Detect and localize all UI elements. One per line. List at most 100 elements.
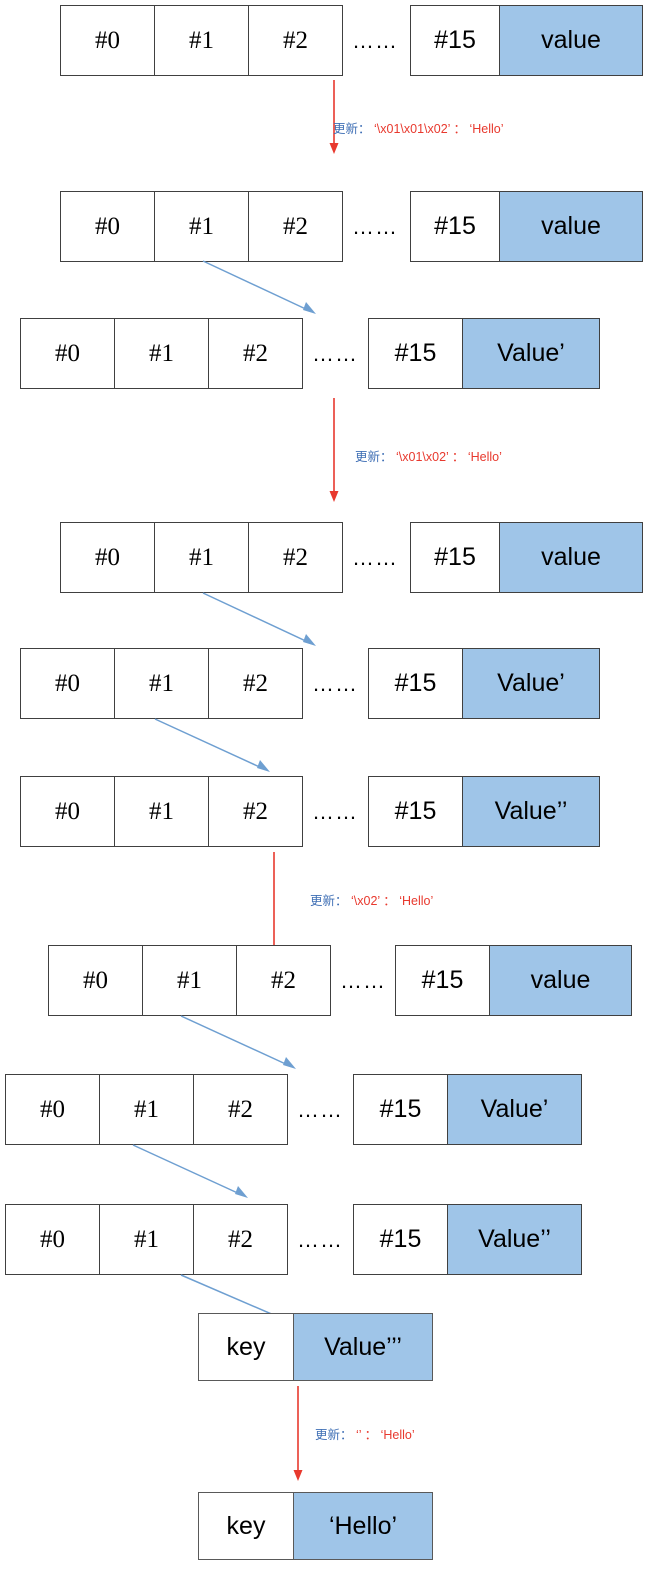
array-cell-15: #15 <box>410 191 500 262</box>
array-row-tail: #15 Value’ <box>368 648 600 719</box>
array-cell-15: #15 <box>368 318 463 389</box>
update-label-prefix: 更新： <box>315 1428 353 1442</box>
array-cell-2: #2 <box>208 776 303 847</box>
array-row: #0 #1 #2 <box>60 522 343 593</box>
update-label-prefix: 更新： <box>355 450 393 464</box>
array-row: #0 #1 #2 <box>5 1074 288 1145</box>
blue-arrow-diagonal <box>132 1144 248 1198</box>
array-cell-1: #1 <box>114 318 209 389</box>
key-value-box: key Value’’’ <box>198 1313 433 1381</box>
update-label-value: ‘Hello’ <box>467 450 502 464</box>
array-cell-0: #0 <box>60 191 155 262</box>
value-cell: Value’ <box>462 648 600 719</box>
array-cell-2: #2 <box>236 945 331 1016</box>
array-cell-15: #15 <box>353 1204 448 1275</box>
blue-arrow-diagonal <box>202 592 316 646</box>
array-row-tail: #15 Value’’ <box>368 776 600 847</box>
update-label-value: ‘Hello’ <box>380 1428 415 1442</box>
value-cell: value <box>499 5 643 76</box>
value-cell: Value’ <box>447 1074 582 1145</box>
array-row-tail: #15 Value’ <box>368 318 600 389</box>
array-cell-0: #0 <box>60 522 155 593</box>
ellipsis: …… <box>352 544 398 570</box>
update-label-4: 更新： ‘’ ： ‘Hello’ <box>315 1424 415 1443</box>
array-row: #0 #1 #2 <box>48 945 331 1016</box>
array-cell-0: #0 <box>48 945 143 1016</box>
array-cell-0: #0 <box>20 776 115 847</box>
array-row: #0 #1 #2 <box>60 5 343 76</box>
array-cell-15: #15 <box>410 5 500 76</box>
update-label-1: 更新： ‘\x01\x01\x02’ ： ‘Hello’ <box>333 118 504 137</box>
value-cell: value <box>499 522 643 593</box>
array-cell-0: #0 <box>20 648 115 719</box>
value-cell: Value’’’ <box>293 1313 433 1381</box>
blue-arrow-diagonal <box>154 718 270 772</box>
value-cell: Value’ <box>462 318 600 389</box>
array-cell-2: #2 <box>208 648 303 719</box>
array-row: #0 #1 #2 <box>20 776 303 847</box>
value-cell: Value’’ <box>447 1204 582 1275</box>
update-label-sep: ： <box>383 894 396 908</box>
array-cell-1: #1 <box>99 1074 194 1145</box>
array-cell-15: #15 <box>368 648 463 719</box>
array-cell-15: #15 <box>395 945 490 1016</box>
array-row-tail: #15 value <box>410 5 643 76</box>
array-cell-2: #2 <box>248 191 343 262</box>
array-cell-15: #15 <box>368 776 463 847</box>
ellipsis: …… <box>352 27 398 53</box>
ellipsis: …… <box>297 1226 343 1252</box>
array-cell-1: #1 <box>114 648 209 719</box>
update-label-value: ‘Hello’ <box>469 122 504 136</box>
update-label-sep: ： <box>364 1428 378 1442</box>
array-cell-2: #2 <box>248 5 343 76</box>
array-cell-2: #2 <box>208 318 303 389</box>
update-label-prefix: 更新： <box>333 122 371 136</box>
array-cell-1: #1 <box>154 5 249 76</box>
ellipsis: …… <box>297 1096 343 1122</box>
array-cell-15: #15 <box>353 1074 448 1145</box>
array-cell-0: #0 <box>60 5 155 76</box>
array-cell-15: #15 <box>410 522 500 593</box>
ellipsis: …… <box>312 798 358 824</box>
blue-arrow-diagonal <box>202 260 316 314</box>
array-cell-1: #1 <box>154 522 249 593</box>
update-label-value: ‘Hello’ <box>399 894 434 908</box>
value-cell: value <box>499 191 643 262</box>
update-label-key: ‘’ <box>356 1428 362 1442</box>
array-cell-0: #0 <box>20 318 115 389</box>
array-row: #0 #1 #2 <box>5 1204 288 1275</box>
array-row: #0 #1 #2 <box>20 318 303 389</box>
array-cell-2: #2 <box>248 522 343 593</box>
array-cell-0: #0 <box>5 1204 100 1275</box>
value-cell: Value’’ <box>462 776 600 847</box>
array-row-tail: #15 value <box>410 522 643 593</box>
array-row: #0 #1 #2 <box>20 648 303 719</box>
ellipsis: …… <box>352 213 398 239</box>
update-label-key: ‘\x02’ <box>351 894 380 908</box>
update-label-2: 更新： ‘\x01\x02’ ： ‘Hello’ <box>355 446 502 465</box>
update-label-key: ‘\x01\x02’ <box>396 450 449 464</box>
array-cell-1: #1 <box>99 1204 194 1275</box>
array-cell-2: #2 <box>193 1074 288 1145</box>
ellipsis: …… <box>312 340 358 366</box>
key-value-box: key ‘Hello’ <box>198 1492 433 1560</box>
update-label-3: 更新： ‘\x02’ ： ‘Hello’ <box>310 890 433 909</box>
array-cell-1: #1 <box>142 945 237 1016</box>
red-arrow-down <box>329 398 339 502</box>
array-row: #0 #1 #2 <box>60 191 343 262</box>
key-cell: key <box>198 1492 294 1560</box>
array-cell-0: #0 <box>5 1074 100 1145</box>
red-arrow-down <box>269 852 279 957</box>
ellipsis: …… <box>340 967 386 993</box>
array-cell-1: #1 <box>114 776 209 847</box>
array-cell-2: #2 <box>193 1204 288 1275</box>
array-row-tail: #15 Value’’ <box>353 1204 582 1275</box>
value-cell: ‘Hello’ <box>293 1492 433 1560</box>
array-row-tail: #15 Value’ <box>353 1074 582 1145</box>
array-row-tail: #15 value <box>410 191 643 262</box>
value-cell: value <box>489 945 632 1016</box>
update-label-key: ‘\x01\x01\x02’ <box>374 122 450 136</box>
array-row-tail: #15 value <box>395 945 632 1016</box>
ellipsis: …… <box>312 670 358 696</box>
